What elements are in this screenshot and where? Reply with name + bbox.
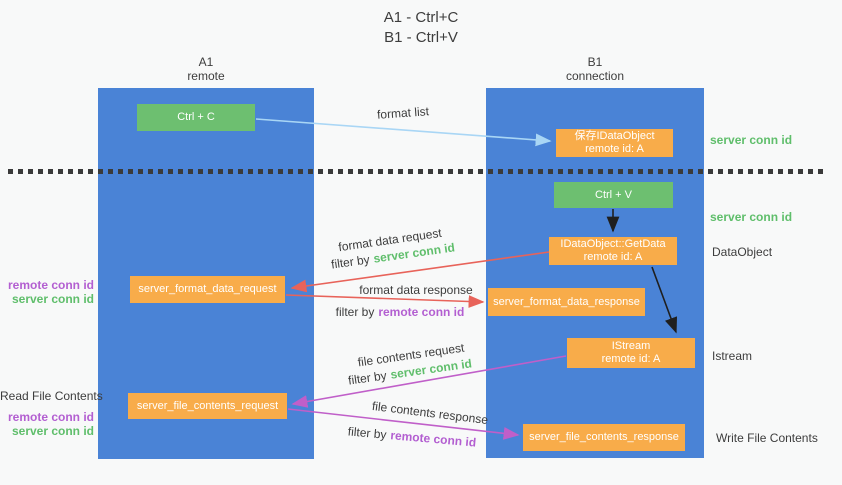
node-ctrl-v: Ctrl + V xyxy=(554,182,673,208)
node-idataobject-getdata: IDataObject::GetData remote id: A xyxy=(549,237,677,265)
filter-by-text: filter by xyxy=(347,368,388,388)
node-save-idataobject: 保存IDataObject remote id: A xyxy=(556,129,673,157)
node-save-idataobject-line1: 保存IDataObject xyxy=(574,130,655,142)
filter-by-text: filter by xyxy=(347,424,388,442)
node-idataobject-getdata-line1: IDataObject::GetData xyxy=(560,238,666,250)
node-server-format-data-response: server_format_data_response xyxy=(488,288,645,316)
column-header-b1: B1 connection xyxy=(486,55,704,83)
annotation-format-data-response: format data response xyxy=(359,283,473,297)
label-dataobject: DataObject xyxy=(712,245,773,259)
node-server-format-data-response-label: server_format_data_response xyxy=(493,295,640,308)
column-b1-subtitle: connection xyxy=(565,69,625,83)
remote-conn-id-text: remote conn id xyxy=(378,305,465,319)
label-server-conn-id-top: server conn id xyxy=(710,133,793,147)
server-conn-id-label: server conn id xyxy=(11,292,94,306)
diagram-title: A1 - Ctrl+C B1 - Ctrl+V xyxy=(0,8,842,48)
node-server-format-data-request: server_format_data_request xyxy=(130,276,285,303)
filter-by-text: filter by xyxy=(335,305,375,319)
filter-by-text: filter by xyxy=(330,252,371,272)
remote-conn-id-text: remote conn id xyxy=(389,428,477,450)
node-idataobject-getdata-line2: remote id: A xyxy=(583,251,643,263)
label-istream: Istream xyxy=(712,349,753,363)
node-save-idataobject-line2: remote id: A xyxy=(585,143,644,155)
node-server-file-contents-request: server_file_contents_request xyxy=(128,393,287,419)
node-istream-line1: IStream xyxy=(611,340,651,352)
column-header-a1: A1 remote xyxy=(98,55,314,83)
label-conn-ids-format: remote conn id server conn id xyxy=(0,278,94,306)
label-write-file-contents: Write File Contents xyxy=(716,431,818,445)
title-line-1: A1 - Ctrl+C xyxy=(383,9,459,26)
annotation-file-contents-response: file contents response xyxy=(371,398,489,428)
node-server-file-contents-request-label: server_file_contents_request xyxy=(136,399,279,412)
node-istream-line2: remote id: A xyxy=(601,353,661,365)
annotation-format-list: format list xyxy=(376,104,430,122)
label-read-file-contents: Read File Contents xyxy=(0,389,103,403)
node-ctrl-c-label: Ctrl + C xyxy=(177,111,215,123)
node-server-file-contents-response-label: server_file_contents_response xyxy=(529,431,679,443)
node-istream: IStream remote id: A xyxy=(567,338,695,368)
column-a1-subtitle: remote xyxy=(187,69,225,83)
node-ctrl-v-label: Ctrl + V xyxy=(595,188,632,201)
node-server-file-contents-response: server_file_contents_response xyxy=(523,424,685,451)
column-b1-name: B1 xyxy=(587,55,603,69)
remote-conn-id-label: remote conn id xyxy=(7,278,94,292)
server-conn-id-label: server conn id xyxy=(11,424,94,438)
node-server-format-data-request-label: server_format_data_request xyxy=(138,283,277,295)
label-conn-ids-file: remote conn id server conn id xyxy=(0,410,94,438)
title-line-2: B1 - Ctrl+V xyxy=(384,29,458,46)
column-a1-name: A1 xyxy=(198,55,214,69)
machine-boundary-dashed-line xyxy=(8,169,828,174)
label-server-conn-id-mid: server conn id xyxy=(710,210,793,224)
remote-conn-id-label: remote conn id xyxy=(7,410,94,424)
node-ctrl-c: Ctrl + C xyxy=(137,104,255,131)
